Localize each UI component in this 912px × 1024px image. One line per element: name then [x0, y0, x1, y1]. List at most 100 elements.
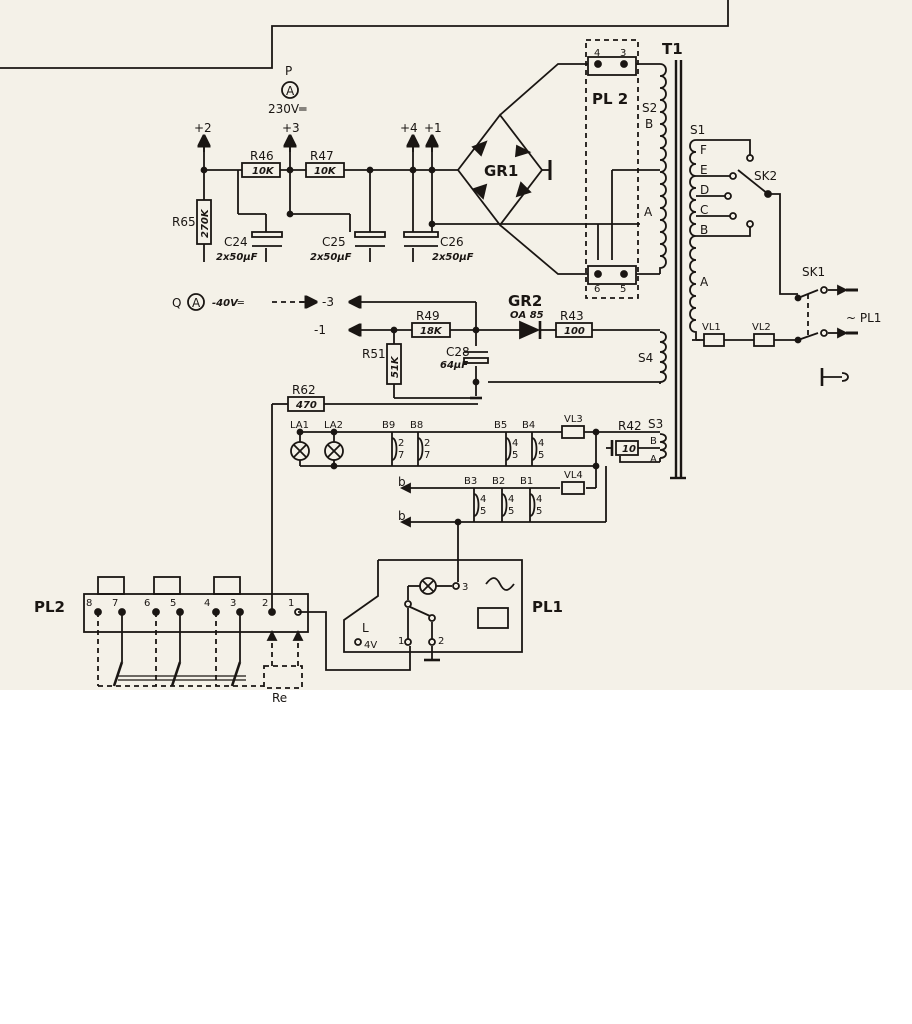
b2-contact-numbers-2: 5: [508, 506, 514, 517]
c26-capacitor: [403, 231, 439, 247]
pl2-plug-pin4: 4: [204, 598, 210, 609]
s1-tap-e: E: [700, 163, 708, 177]
la2-label: LA2: [324, 420, 343, 431]
s3-a-label: A: [650, 454, 657, 465]
pl1-panel: [343, 559, 523, 662]
r42-resistor: [610, 440, 639, 456]
r43-label: R43: [560, 309, 584, 323]
r49-resistor: [411, 322, 451, 338]
c24-label: C24: [224, 235, 248, 249]
b9-contact-numbers-2: 7: [398, 450, 404, 461]
s1-a-label: A: [700, 275, 709, 289]
vl3-label: VL3: [564, 414, 583, 425]
r47-resistor: [305, 162, 345, 178]
gr2-type-label: OA 85: [510, 310, 544, 321]
b1-label: B1: [520, 476, 533, 487]
b3-contact-numbers-1: 4: [480, 494, 486, 505]
pl1-panel-label: PL1: [532, 598, 563, 616]
b9-contact: [391, 432, 398, 466]
r46-resistor: [241, 162, 281, 178]
r51-value: 51K: [390, 355, 401, 378]
node-plus1: +1: [424, 121, 442, 135]
b5-label: B5: [494, 420, 507, 431]
node-minus3: -3: [322, 295, 334, 309]
c25-capacitor: [354, 231, 386, 247]
b9-label: B9: [382, 420, 395, 431]
b5-contact-numbers-1: 4: [512, 438, 518, 449]
b8-contact-numbers-1: 2: [424, 438, 430, 449]
pl2-plug-pin5: 5: [170, 598, 176, 609]
relay-label: Re: [272, 691, 287, 705]
p-meter-a: A: [286, 84, 295, 98]
vl4-fuse: [561, 481, 585, 495]
node-plus2: +2: [194, 121, 212, 135]
pl2-plug-pin3: 3: [230, 598, 236, 609]
c28-label: C28: [446, 345, 470, 359]
s3-b-label: B: [650, 436, 657, 447]
b4-label: B4: [522, 420, 535, 431]
pl2-plug-pin2: 2: [262, 598, 268, 609]
b1-contact-numbers-2: 5: [536, 506, 542, 517]
b1-contact: [529, 488, 536, 522]
b4-contact-numbers-2: 5: [538, 450, 544, 461]
pl2-voltage-plug: [585, 39, 639, 299]
vl3-fuse: [561, 425, 585, 439]
r51-resistor: [386, 343, 402, 385]
b-line-label-2: b: [398, 509, 406, 523]
node-minus1: -1: [314, 323, 326, 337]
lamp-l-volt: 4V: [364, 640, 377, 651]
s2-winding: [659, 63, 667, 274]
c25-label: C25: [322, 235, 346, 249]
p-meter: [281, 81, 299, 99]
sk2-voltage-switch: [737, 169, 798, 295]
s3-label: S3: [648, 417, 663, 431]
r46-label: R46: [250, 149, 274, 163]
s1-tap-b: B: [700, 223, 708, 237]
s2-b-label: B: [645, 117, 653, 131]
vl2-label: VL2: [752, 322, 771, 333]
gr2-diode: [519, 320, 542, 340]
b8-contact-numbers-2: 7: [424, 450, 430, 461]
b8-contact: [417, 432, 424, 466]
t1-label: T1: [662, 40, 683, 58]
q-meter-label: Q: [172, 296, 181, 310]
r46-value: 10K: [252, 166, 275, 177]
p-meter-label: P: [285, 64, 292, 78]
ht-junction-dots: [200, 166, 436, 228]
b-line-label-1: b: [398, 475, 406, 489]
node-plus4: +4: [400, 121, 418, 135]
pl1-pin3: 3: [462, 582, 468, 593]
r65-label: R65: [172, 215, 196, 229]
c26-value: 2x50μF: [432, 252, 474, 263]
s1-tap-c: C: [700, 203, 708, 217]
r65-resistor: [196, 199, 212, 245]
c24-value: 2x50μF: [216, 252, 258, 263]
sk1-label: SK1: [802, 265, 825, 279]
pl2-plug-pin8: 8: [86, 598, 92, 609]
pl1-pin2: 2: [438, 636, 444, 647]
c24-capacitor: [251, 231, 283, 247]
pl1-mains-label: ~ PL1: [846, 311, 881, 325]
b3-label: B3: [464, 476, 477, 487]
r62-label: R62: [292, 383, 316, 397]
r65-value: 270K: [200, 208, 211, 238]
b4-contact: [531, 432, 538, 466]
r42-value: 10: [622, 444, 636, 455]
pl2-plug-label: PL2: [34, 598, 65, 616]
b1-contact-numbers-1: 4: [536, 494, 542, 505]
c26-label: C26: [440, 235, 464, 249]
mains-circuit: [692, 333, 798, 347]
q-meter-a: A: [192, 296, 201, 310]
r62-resistor: [287, 396, 325, 412]
la2-lamp: [324, 441, 344, 461]
b-line-arrows: [399, 482, 411, 528]
pl2-pin3: 3: [620, 48, 626, 59]
pl1-pin1: 1: [398, 636, 404, 647]
q-meter: [187, 293, 205, 311]
la1-label: LA1: [290, 420, 309, 431]
r43-value: 100: [564, 326, 585, 337]
sk1-mains-switch: [794, 284, 858, 344]
s1-tap-f: F: [700, 143, 707, 157]
s1-winding: [689, 139, 697, 340]
